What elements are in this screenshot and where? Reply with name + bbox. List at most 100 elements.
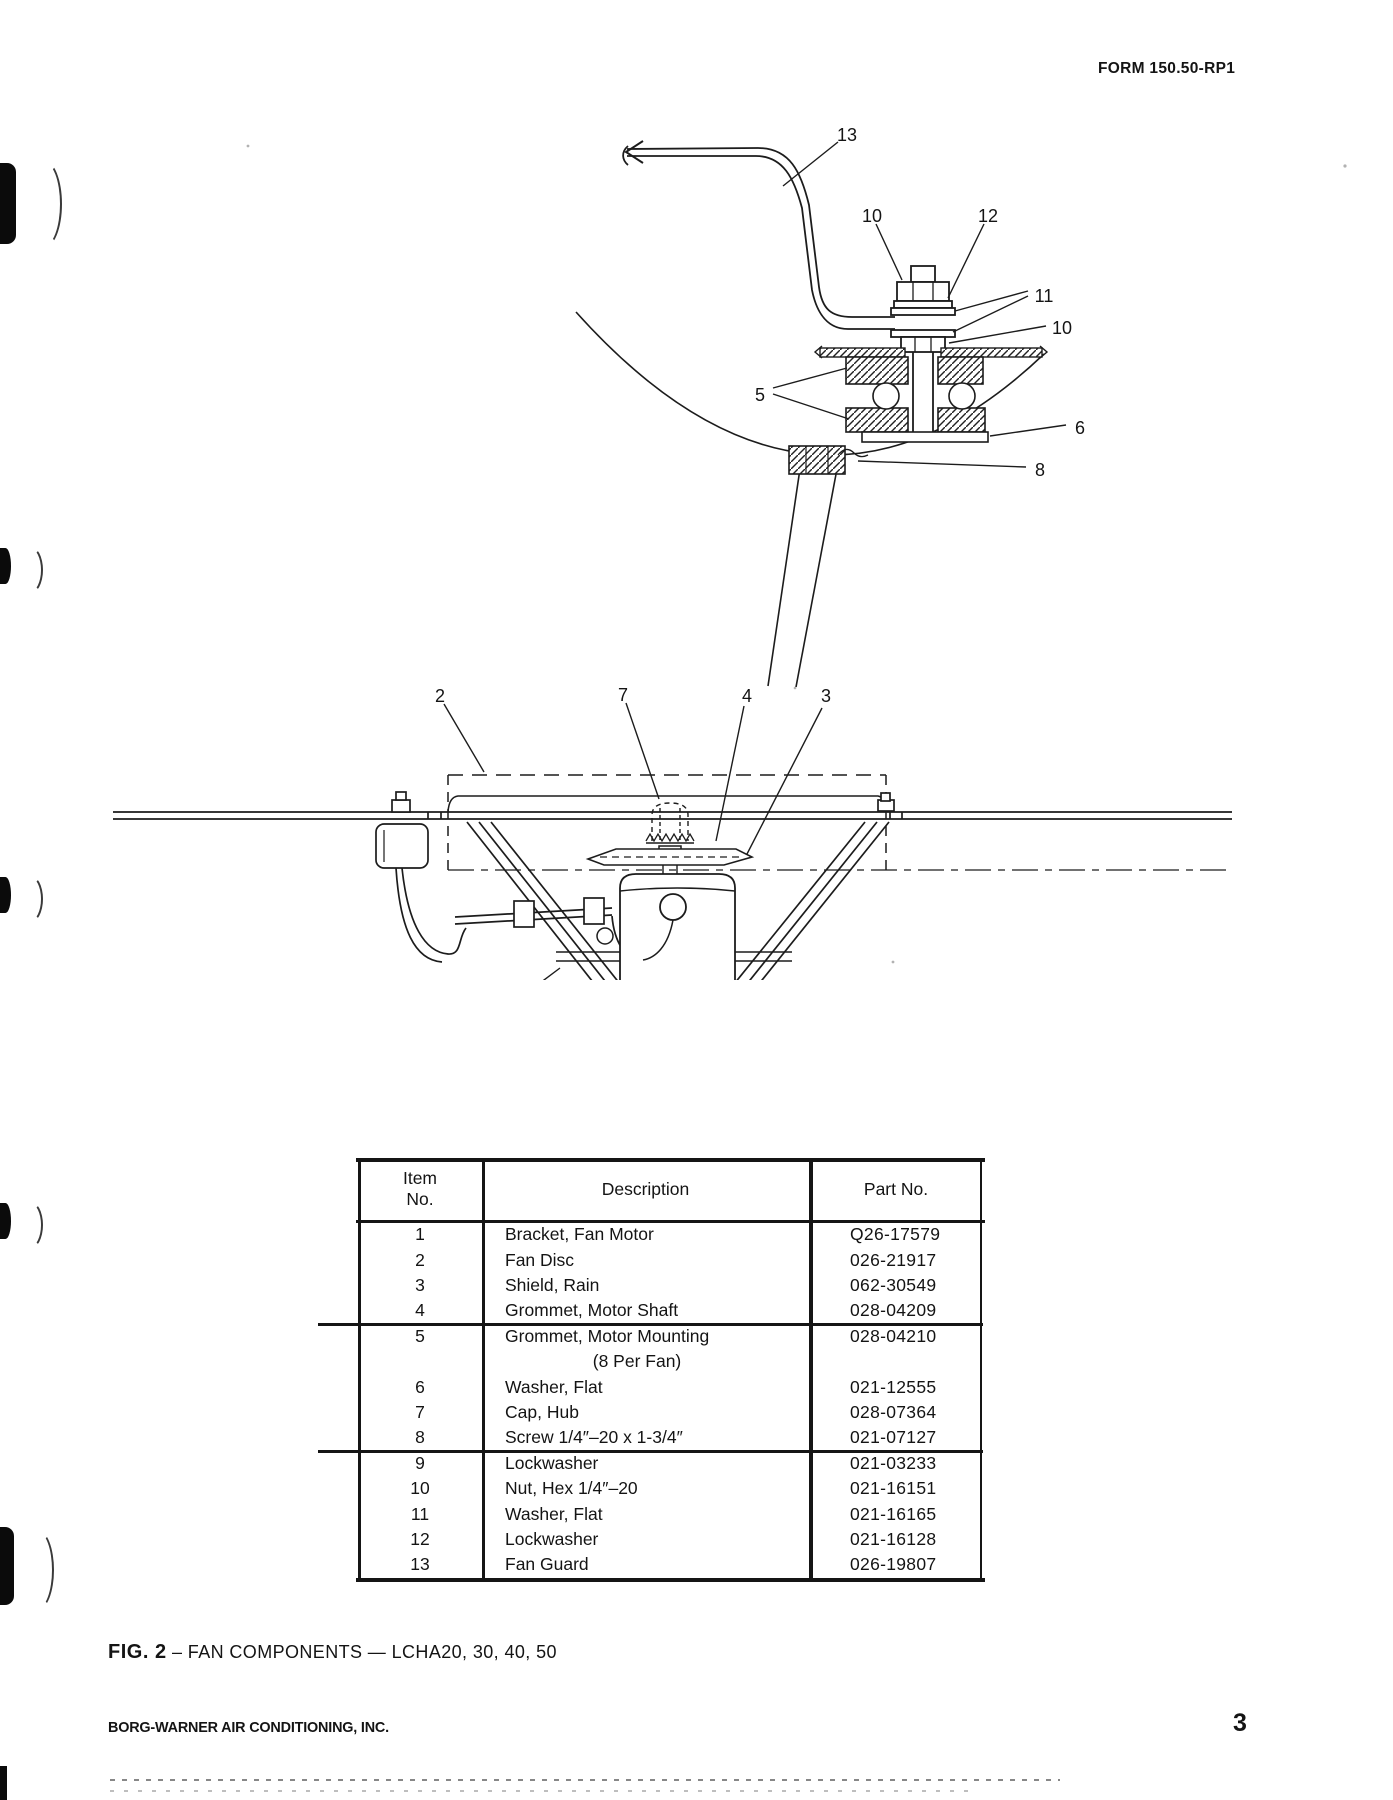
inset-leader-lines	[772, 141, 1067, 468]
callout-4: 4	[742, 686, 752, 706]
binding-mark	[0, 163, 16, 244]
table-row: 2 Fan Disc 026-21917	[358, 1247, 983, 1272]
callout-13: 13	[837, 125, 857, 145]
hub-cap	[645, 802, 695, 844]
table-body: 1 Bracket, Fan Motor Q26-17579 2 Fan Dis…	[358, 1222, 983, 1577]
binding-mark	[0, 877, 11, 913]
cell-item: 13	[410, 1554, 430, 1575]
callout-12: 12	[978, 206, 998, 226]
cell-part: 021-16151	[850, 1478, 937, 1499]
header-description: Description	[601, 1178, 690, 1199]
screw-head	[788, 445, 869, 475]
cell-part: 021-16128	[850, 1528, 937, 1549]
page-edge-artifact	[110, 1779, 1060, 1781]
cell-description: Lockwasher	[505, 1528, 599, 1549]
fan-motor	[619, 873, 736, 980]
cell-description: Washer, Flat	[505, 1503, 603, 1524]
scan-specks	[246, 144, 1347, 964]
binding-mark-arc	[22, 1530, 54, 1610]
cell-description: Cap, Hub	[505, 1401, 579, 1422]
fan-disc-outline	[447, 774, 1232, 871]
form-number: FORM 150.50-RP1	[1098, 60, 1236, 77]
bolt-stack	[890, 265, 956, 434]
cell-part: 021-16165	[850, 1503, 937, 1524]
table-border	[356, 1578, 985, 1582]
motor-bracket-legs	[466, 821, 890, 980]
callout-11: 11	[1035, 286, 1054, 306]
callout-10-top: 10	[862, 206, 882, 226]
table-border	[356, 1158, 985, 1162]
binding-mark	[0, 548, 11, 584]
cell-description: Bracket, Fan Motor	[505, 1224, 654, 1245]
fan-components-diagram: 13 10 12 11 10 5 6 8	[113, 125, 1347, 980]
cell-part: 021-12555	[850, 1376, 937, 1397]
table-row: 3 Shield, Rain 062-30549	[358, 1273, 983, 1298]
cell-item: 9	[415, 1452, 425, 1473]
unit-deck	[113, 811, 1232, 820]
cell-description: Fan Disc	[505, 1249, 575, 1270]
binding-mark	[0, 1766, 7, 1800]
footer-company-name: BORG-WARNER AIR CONDITIONING, INC.	[108, 1719, 389, 1736]
cell-part: 028-04210	[850, 1325, 937, 1346]
cell-item: 4	[415, 1300, 425, 1321]
cell-description: Grommet, Motor Shaft	[505, 1300, 679, 1321]
cell-item: 3	[415, 1274, 425, 1295]
callout-5: 5	[755, 385, 765, 405]
cell-description: Nut, Hex 1/4″–20	[505, 1478, 638, 1499]
cell-item: 6	[415, 1376, 425, 1397]
table-border	[980, 1158, 982, 1582]
cell-part: 028-07364	[850, 1401, 937, 1422]
cell-description: Lockwasher	[505, 1452, 599, 1473]
table-row: 7 Cap, Hub 028-07364	[358, 1400, 983, 1425]
binding-mark-arc	[26, 160, 62, 248]
table-border	[358, 1158, 361, 1582]
cell-item: 11	[410, 1503, 430, 1524]
table-group-rule	[318, 1450, 983, 1453]
main-leader-lines	[443, 702, 823, 980]
table-group-rule	[318, 1323, 983, 1326]
callout-3: 3	[821, 686, 831, 706]
table-row: 4 Grommet, Motor Shaft 028-04209	[358, 1298, 983, 1323]
cell-description: Fan Guard	[505, 1554, 589, 1575]
binding-mark-arc	[17, 1201, 43, 1249]
page-edge-artifact	[110, 1790, 970, 1792]
binding-mark	[0, 1203, 11, 1239]
cell-description: Shield, Rain	[505, 1274, 600, 1295]
callout-6: 6	[1075, 418, 1085, 438]
rain-shield	[585, 848, 755, 874]
cell-item: 8	[415, 1427, 425, 1448]
binding-mark-arc	[17, 875, 43, 923]
table-column-divider	[809, 1158, 813, 1582]
table-row: 12 Lockwasher 021-16128	[358, 1527, 983, 1552]
callout-8: 8	[1035, 460, 1045, 480]
junction-box-wiring	[375, 791, 895, 963]
figure-number: FIG. 2	[108, 1641, 167, 1663]
parts-table: Item No. Description Part No. 1 Bracket,…	[318, 1158, 985, 1582]
cell-item: 5	[415, 1325, 425, 1346]
callout-7: 7	[618, 685, 628, 705]
cell-description-line2: (8 Per Fan)	[592, 1350, 682, 1371]
cell-part: 021-03233	[850, 1452, 937, 1473]
cell-description: Screw 1/4″–20 x 1-3/4″	[505, 1427, 683, 1448]
binding-mark-arc	[17, 546, 43, 594]
callout-10-lower: 10	[1052, 318, 1072, 338]
fan-guard-wire	[622, 140, 895, 330]
table-row: 6 Washer, Flat 021-12555	[358, 1374, 983, 1399]
callout-2: 2	[435, 686, 445, 706]
cell-part: 062-30549	[850, 1274, 937, 1295]
cell-item: 7	[415, 1401, 425, 1422]
table-row: 11 Washer, Flat 021-16165	[358, 1501, 983, 1526]
cell-description: Washer, Flat	[505, 1376, 603, 1397]
cell-part: 028-04209	[850, 1300, 937, 1321]
table-row: 10 Nut, Hex 1/4″–20 021-16151	[358, 1476, 983, 1501]
figure-caption: FIG. 2 – FAN COMPONENTS — LCHA20, 30, 40…	[108, 1641, 557, 1664]
page-number: 3	[1233, 1709, 1247, 1737]
grommet-cross-section	[845, 356, 989, 443]
cell-part: 021-07127	[850, 1427, 937, 1448]
cell-part: Q26-17579	[850, 1224, 941, 1245]
table-rule	[356, 1220, 985, 1223]
table-row: 8 Screw 1/4″–20 x 1-3/4″ 021-07127	[358, 1425, 983, 1450]
figure-title: – FAN COMPONENTS — LCHA20, 30, 40, 50	[166, 1642, 557, 1662]
table-row: 1 Bracket, Fan Motor Q26-17579	[358, 1222, 983, 1247]
